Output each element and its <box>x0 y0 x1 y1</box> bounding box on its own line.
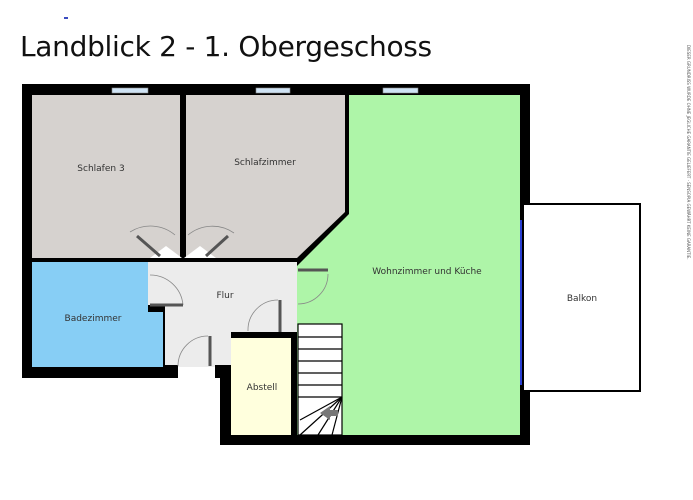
windows <box>111 87 419 94</box>
label-flur: Flur <box>216 291 233 301</box>
room-wohnzimmer <box>297 95 520 435</box>
label-abstell: Abstell <box>247 383 278 393</box>
label-schlafzimmer: Schlafzimmer <box>234 158 296 168</box>
room-flur <box>148 262 297 378</box>
window-balkon <box>519 220 522 385</box>
outside <box>0 378 219 500</box>
label-balkon: Balkon <box>567 294 597 304</box>
room-schlafen-3 <box>32 95 180 258</box>
stairs <box>297 323 343 436</box>
label-badezimmer: Badezimmer <box>65 314 122 324</box>
label-wohnzimmer: Wohnzimmer und Küche <box>372 267 482 277</box>
room-balkon <box>522 203 641 392</box>
room-badezimmer <box>32 262 163 367</box>
stairs-arrow-icon <box>320 406 338 420</box>
label-schlafen-3: Schlafen 3 <box>77 164 124 174</box>
door-leaves <box>136 234 328 366</box>
hall-opening <box>178 367 215 378</box>
mark <box>64 17 68 19</box>
door-swings <box>129 225 329 367</box>
plan-title: Landblick 2 - 1. Obergeschoss <box>20 30 432 63</box>
room-schlafzimmer <box>186 95 345 258</box>
room-abstell <box>231 338 291 435</box>
